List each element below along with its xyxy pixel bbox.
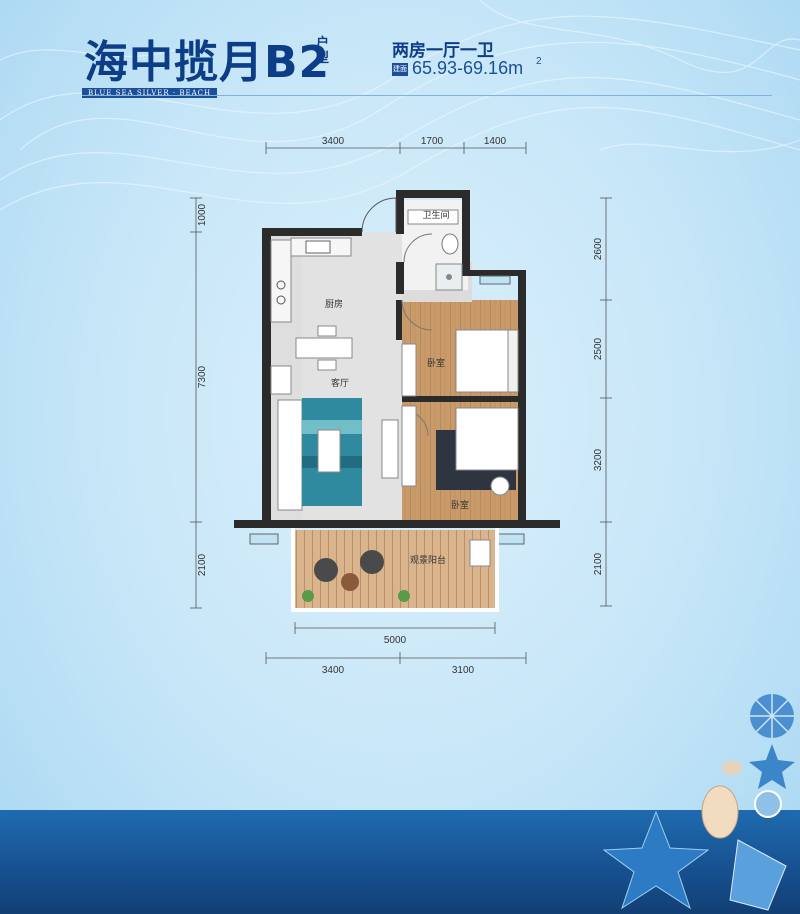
title-divider <box>82 95 772 96</box>
balcony-table <box>341 573 359 591</box>
dimension-top: 1700 <box>421 136 444 147</box>
room-label-balcony: 观景阳台 <box>410 554 446 566</box>
large-starfish-icon <box>602 810 710 910</box>
dimension-right: 3200 <box>593 448 604 471</box>
tv-cabinet <box>381 419 399 479</box>
wall-bedroom-divider <box>402 396 522 402</box>
balcony-rail <box>291 528 295 612</box>
wall-mid <box>396 300 402 340</box>
room-label-living: 客厅 <box>331 377 349 389</box>
entry-door-swing <box>361 197 397 233</box>
dimension-balcony: 5000 <box>384 635 407 646</box>
wall-bath-top <box>396 190 468 198</box>
balcony-rail <box>495 528 499 612</box>
dining-chair <box>317 359 337 371</box>
rug-stripe <box>302 420 362 434</box>
layout-type: 两房一厅一卫 <box>392 41 494 61</box>
balcony-chair <box>314 558 338 582</box>
balcony-cabinet <box>469 539 491 567</box>
dining-table <box>295 337 353 359</box>
shower-drain-icon <box>446 274 452 280</box>
dimension-left: 7300 <box>197 365 208 388</box>
armchair <box>490 476 510 496</box>
dimension-left: 1000 <box>197 203 208 226</box>
balcony-rail <box>291 608 499 612</box>
spiral-shell-icon <box>754 790 782 818</box>
bed-headboard <box>507 329 519 393</box>
wall-top-left <box>262 228 362 236</box>
wall-bath-left <box>396 190 404 234</box>
sink-icon <box>305 240 331 254</box>
wall-bottom <box>234 520 560 528</box>
coffee-table <box>317 429 341 473</box>
dimension-left: 2100 <box>197 553 208 576</box>
wall-top-right <box>462 270 524 276</box>
plant-icon <box>302 590 314 602</box>
room-label-kitchen: 厨房 <box>325 298 343 310</box>
wall-left <box>262 228 271 520</box>
room-label-bedroom: 卧室 <box>451 499 469 511</box>
dining-chair <box>317 325 337 337</box>
stove-burner-icon <box>276 295 286 305</box>
window <box>249 533 279 545</box>
plant-icon <box>398 590 410 602</box>
dimension-right: 2600 <box>593 237 604 260</box>
toilet-icon <box>441 233 459 255</box>
wardrobe <box>401 405 417 487</box>
room-label-bedroom: 卧室 <box>427 357 445 369</box>
conch-shell-icon <box>729 839 787 911</box>
bedroom1-door-swing <box>401 299 433 331</box>
dimension-right: 2100 <box>593 552 604 575</box>
wall-bath-left-lower <box>396 262 404 294</box>
wall-bath-right <box>462 190 470 270</box>
balcony-chair <box>360 550 384 574</box>
scallop-shell-icon <box>701 785 739 839</box>
unit-type-label: 户型 <box>316 36 330 66</box>
bath-door-swing <box>403 233 433 263</box>
page-title: 海中揽月B2 <box>84 37 331 88</box>
stove-burner-icon <box>276 280 286 290</box>
sea-urchin-icon <box>750 694 794 738</box>
brand-subtitle: BLUE SEA SILVER · BEACH <box>82 88 218 98</box>
wardrobe <box>401 343 417 397</box>
area-badge: 建面 <box>392 63 408 76</box>
room-label-bathroom: 卫生间 <box>422 209 449 221</box>
bed <box>455 407 519 471</box>
dimension-right: 2500 <box>593 337 604 360</box>
bath-counter <box>407 209 459 225</box>
sofa <box>277 399 303 511</box>
dimension-top: 1400 <box>484 136 507 147</box>
shell-icon <box>722 761 742 775</box>
area-unit-superscript: 2 <box>536 56 542 67</box>
dimension-bottom: 3400 <box>322 665 345 676</box>
area-value: 65.93-69.16m <box>412 58 524 78</box>
dimension-top: 3400 <box>322 136 345 147</box>
window <box>479 275 511 285</box>
dimension-bottom: 3100 <box>452 665 475 676</box>
cabinet <box>270 365 292 395</box>
starfish-icon <box>749 744 795 789</box>
